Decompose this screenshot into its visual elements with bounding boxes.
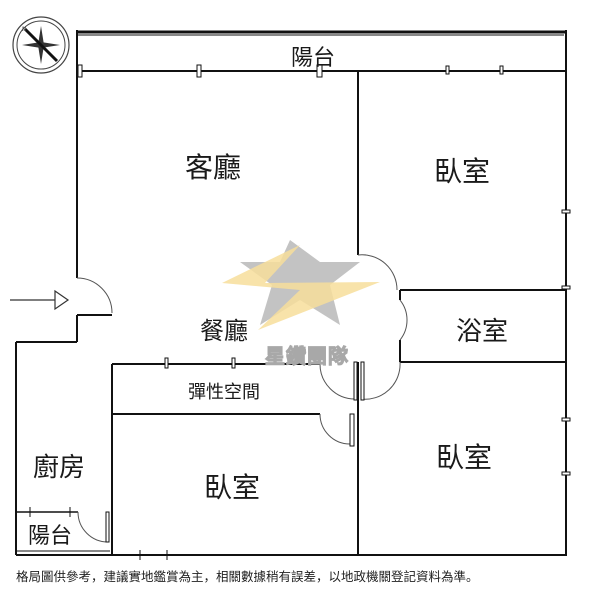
watermark-text: 星鑽團隊 <box>265 344 349 369</box>
bedroom-se-label: 臥室 <box>436 441 493 474</box>
bedroom-ne-label: 臥室 <box>434 155 491 188</box>
svg-text:N: N <box>22 26 27 33</box>
watermark-logo <box>222 240 380 330</box>
bathroom-label: 浴室 <box>456 317 509 347</box>
disclaimer-text: 格局圖供參考，建議實地鑑賞為主，相關數據稍有誤差，以地政機關登記資料為準。 <box>16 569 479 584</box>
walls <box>15 30 567 556</box>
balcony-top-label: 陽台 <box>291 46 336 71</box>
window-markers <box>29 64 571 560</box>
dining-room-label: 餐廳 <box>200 317 248 345</box>
entrance-arrow-icon <box>10 289 70 311</box>
balcony-small-label: 陽台 <box>28 524 73 549</box>
flex-space-label: 彈性空間 <box>188 382 260 403</box>
bedroom-sw-label: 臥室 <box>204 471 261 504</box>
compass-rose-icon: N <box>12 16 70 74</box>
living-room-label: 客廳 <box>185 151 242 184</box>
doors <box>76 254 408 543</box>
kitchen-label: 廚房 <box>33 453 86 483</box>
